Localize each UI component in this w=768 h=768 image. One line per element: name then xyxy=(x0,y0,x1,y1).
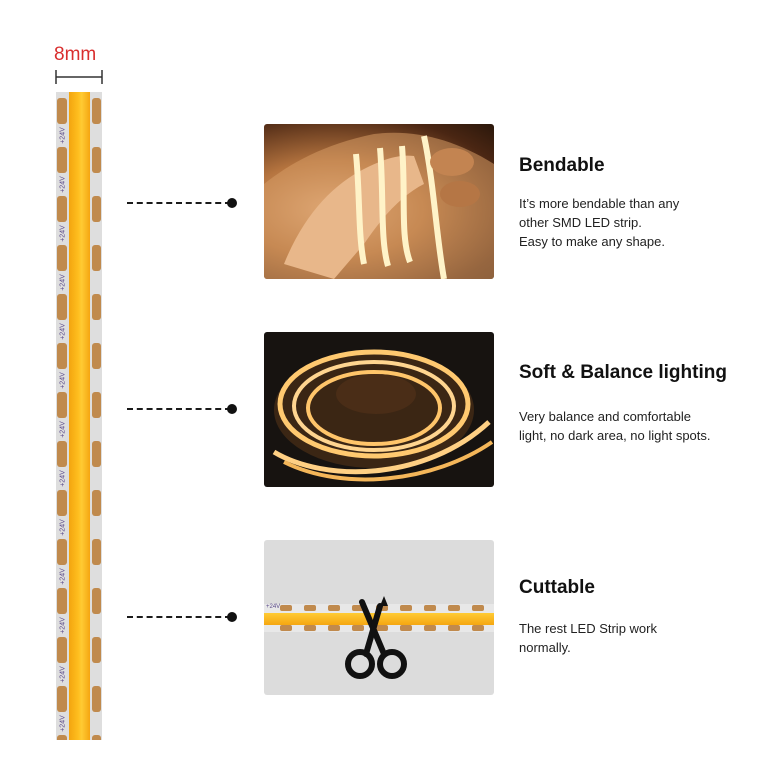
solder-pad xyxy=(328,625,340,631)
solder-pad xyxy=(57,245,67,271)
solder-pad xyxy=(448,625,460,631)
solder-pad xyxy=(57,343,67,369)
voltage-label: +24V xyxy=(59,225,67,242)
solder-pad xyxy=(92,735,101,740)
connector-soft-lighting xyxy=(127,404,237,414)
solder-pad xyxy=(92,539,101,565)
solder-pad xyxy=(57,735,67,740)
voltage-label: +24V xyxy=(59,568,67,585)
solder-pad xyxy=(92,294,101,320)
solder-pad xyxy=(57,392,67,418)
solder-pad xyxy=(57,147,67,173)
solder-pad xyxy=(57,588,67,614)
voltage-label: +24V xyxy=(59,372,67,389)
desc-line: light, no dark area, no light spots. xyxy=(519,428,711,443)
solder-pad xyxy=(92,686,101,712)
solder-pad xyxy=(448,605,460,611)
feature-desc-soft-lighting: Very balance and comfortable light, no d… xyxy=(519,407,711,445)
solder-pad xyxy=(92,392,101,418)
feature-desc-cuttable: The rest LED Strip work normally. xyxy=(519,619,657,657)
feature-title-bendable: Bendable xyxy=(519,155,605,176)
lighting-reel-photo xyxy=(264,332,494,487)
solder-pad xyxy=(92,245,101,271)
solder-pad xyxy=(57,490,67,516)
desc-line: It’s more bendable than any xyxy=(519,196,680,211)
voltage-label: +24V xyxy=(59,666,67,683)
solder-pad xyxy=(472,605,484,611)
solder-pad xyxy=(57,196,67,222)
desc-line: The rest LED Strip work xyxy=(519,621,657,636)
solder-pad xyxy=(376,625,388,631)
desc-line: other SMD LED strip. xyxy=(519,215,642,230)
voltage-label: +24V xyxy=(59,176,67,193)
solder-pad xyxy=(57,637,67,663)
feature-desc-bendable: It’s more bendable than any other SMD LE… xyxy=(519,194,679,251)
connector-dot xyxy=(227,404,237,414)
cut-strip-voltage: +24V xyxy=(266,604,281,610)
solder-pad xyxy=(92,147,101,173)
voltage-label: +24V xyxy=(59,323,67,340)
feature-title-cuttable: Cuttable xyxy=(519,577,595,598)
connector-dot xyxy=(227,198,237,208)
feature-title-soft-lighting: Soft & Balance lighting xyxy=(519,362,727,383)
voltage-label: +24V xyxy=(59,519,67,536)
solder-pad xyxy=(400,605,412,611)
solder-pad xyxy=(328,605,340,611)
led-strip: +24V +24V +24V +24V +24V +24V +24V +24V +24V +24V… xyxy=(56,92,102,740)
led-emitter-band xyxy=(69,92,90,740)
solder-pad xyxy=(472,625,484,631)
solder-pad xyxy=(57,98,67,124)
connector-cuttable xyxy=(127,612,237,622)
solder-pad xyxy=(352,605,364,611)
solder-pad xyxy=(92,588,101,614)
solder-pad xyxy=(92,196,101,222)
scissors-icon xyxy=(345,596,407,679)
width-dimension-marker xyxy=(55,70,103,84)
voltage-label: +24V xyxy=(59,421,67,438)
solder-pad xyxy=(57,294,67,320)
voltage-label: +24V xyxy=(59,127,67,144)
bendable-photo xyxy=(264,124,494,279)
cuttable-photo: +24V xyxy=(264,540,494,695)
solder-pad xyxy=(424,625,436,631)
solder-pad xyxy=(92,343,101,369)
solder-pad xyxy=(57,441,67,467)
solder-pad xyxy=(400,625,412,631)
solder-pad xyxy=(92,637,101,663)
voltage-label: +24V xyxy=(59,715,67,732)
width-label: 8mm xyxy=(54,44,97,65)
connector-dot xyxy=(227,612,237,622)
solder-pad xyxy=(280,625,292,631)
voltage-label: +24V xyxy=(59,617,67,634)
solder-pad xyxy=(57,539,67,565)
cut-marker-icon xyxy=(380,596,388,606)
solder-pad xyxy=(57,686,67,712)
solder-pad xyxy=(280,605,292,611)
voltage-label: +24V xyxy=(59,470,67,487)
solder-pad xyxy=(424,605,436,611)
desc-line: normally. xyxy=(519,640,571,655)
voltage-label: +24V xyxy=(59,274,67,291)
desc-line: Very balance and comfortable xyxy=(519,409,691,424)
solder-pad xyxy=(92,441,101,467)
solder-pad xyxy=(352,625,364,631)
solder-pad xyxy=(92,490,101,516)
desc-line: Easy to make any shape. xyxy=(519,234,665,249)
connector-bendable xyxy=(127,198,237,208)
solder-pad xyxy=(304,605,316,611)
solder-pad xyxy=(304,625,316,631)
solder-pad xyxy=(92,98,101,124)
